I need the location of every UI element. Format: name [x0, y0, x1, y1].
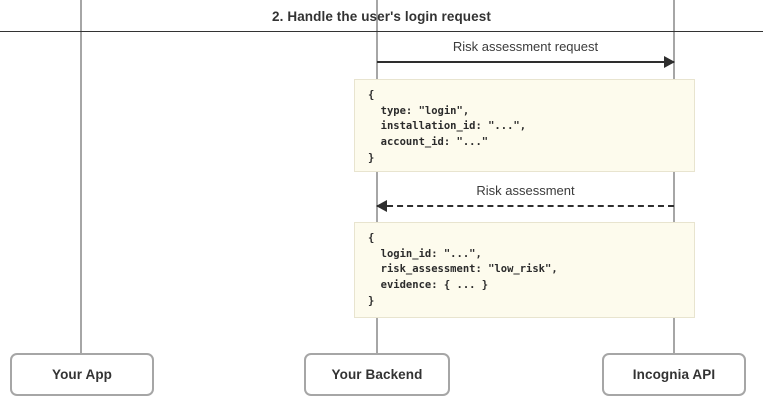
arrowhead-right-icon — [664, 56, 675, 68]
participant-incognia-api[interactable]: Incognia API — [602, 353, 746, 396]
participant-label: Incognia API — [632, 367, 716, 382]
participant-label: Your App — [51, 367, 113, 382]
lifeline-incognia-api — [673, 0, 675, 353]
note-text: { login_id: "...", risk_assessment: "low… — [368, 232, 558, 307]
participant-your-app[interactable]: Your App — [10, 353, 154, 396]
participant-label: Your Backend — [331, 367, 423, 382]
note-text: { type: "login", installation_id: "...",… — [368, 89, 527, 164]
lifeline-your-backend — [376, 0, 378, 353]
participant-your-backend[interactable]: Your Backend — [304, 353, 450, 396]
fragment-title: 2. Handle the user's login request — [272, 9, 491, 24]
note-request-payload: { type: "login", installation_id: "...",… — [354, 79, 695, 172]
message-line — [377, 205, 674, 207]
message-line — [377, 61, 674, 63]
note-response-payload: { login_id: "...", risk_assessment: "low… — [354, 222, 695, 318]
message-label: Risk assessment — [476, 183, 575, 198]
lifeline-your-app — [80, 0, 82, 353]
fragment-divider — [0, 31, 763, 32]
arrowhead-left-icon — [376, 200, 387, 212]
message-label: Risk assessment request — [452, 39, 599, 54]
